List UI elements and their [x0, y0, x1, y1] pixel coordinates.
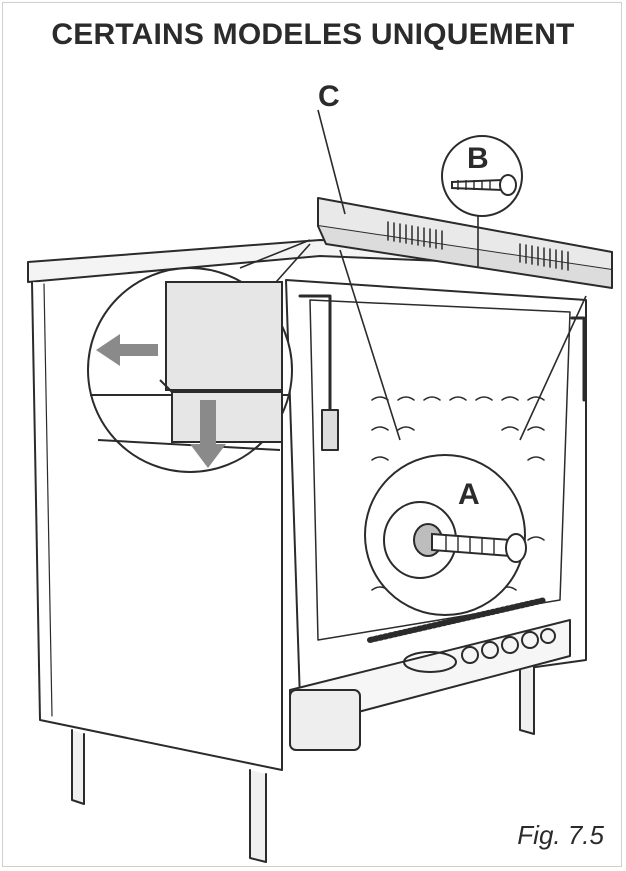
perforations [371, 396, 545, 601]
leg-front-right [249, 769, 267, 863]
arrow-down [190, 400, 226, 468]
detail-circle-a [364, 454, 527, 616]
gas-pipe-left [298, 294, 332, 412]
page-title: CERTAINS MODELES UNIQUEMENT [51, 18, 575, 51]
arrow-left [96, 334, 158, 366]
figure-caption: Fig. 7.5 [517, 820, 604, 850]
label-b: B [467, 142, 489, 175]
base-box [289, 689, 361, 751]
detail-circle-left [87, 267, 293, 473]
leg-rear-right [519, 659, 535, 735]
vents [387, 221, 569, 271]
label-a: A [458, 478, 480, 511]
label-c: C [318, 80, 340, 113]
handle-slot [403, 651, 457, 673]
leg-front-left [71, 729, 85, 805]
callout-lines [239, 109, 587, 441]
detail-circle-b [441, 135, 523, 217]
